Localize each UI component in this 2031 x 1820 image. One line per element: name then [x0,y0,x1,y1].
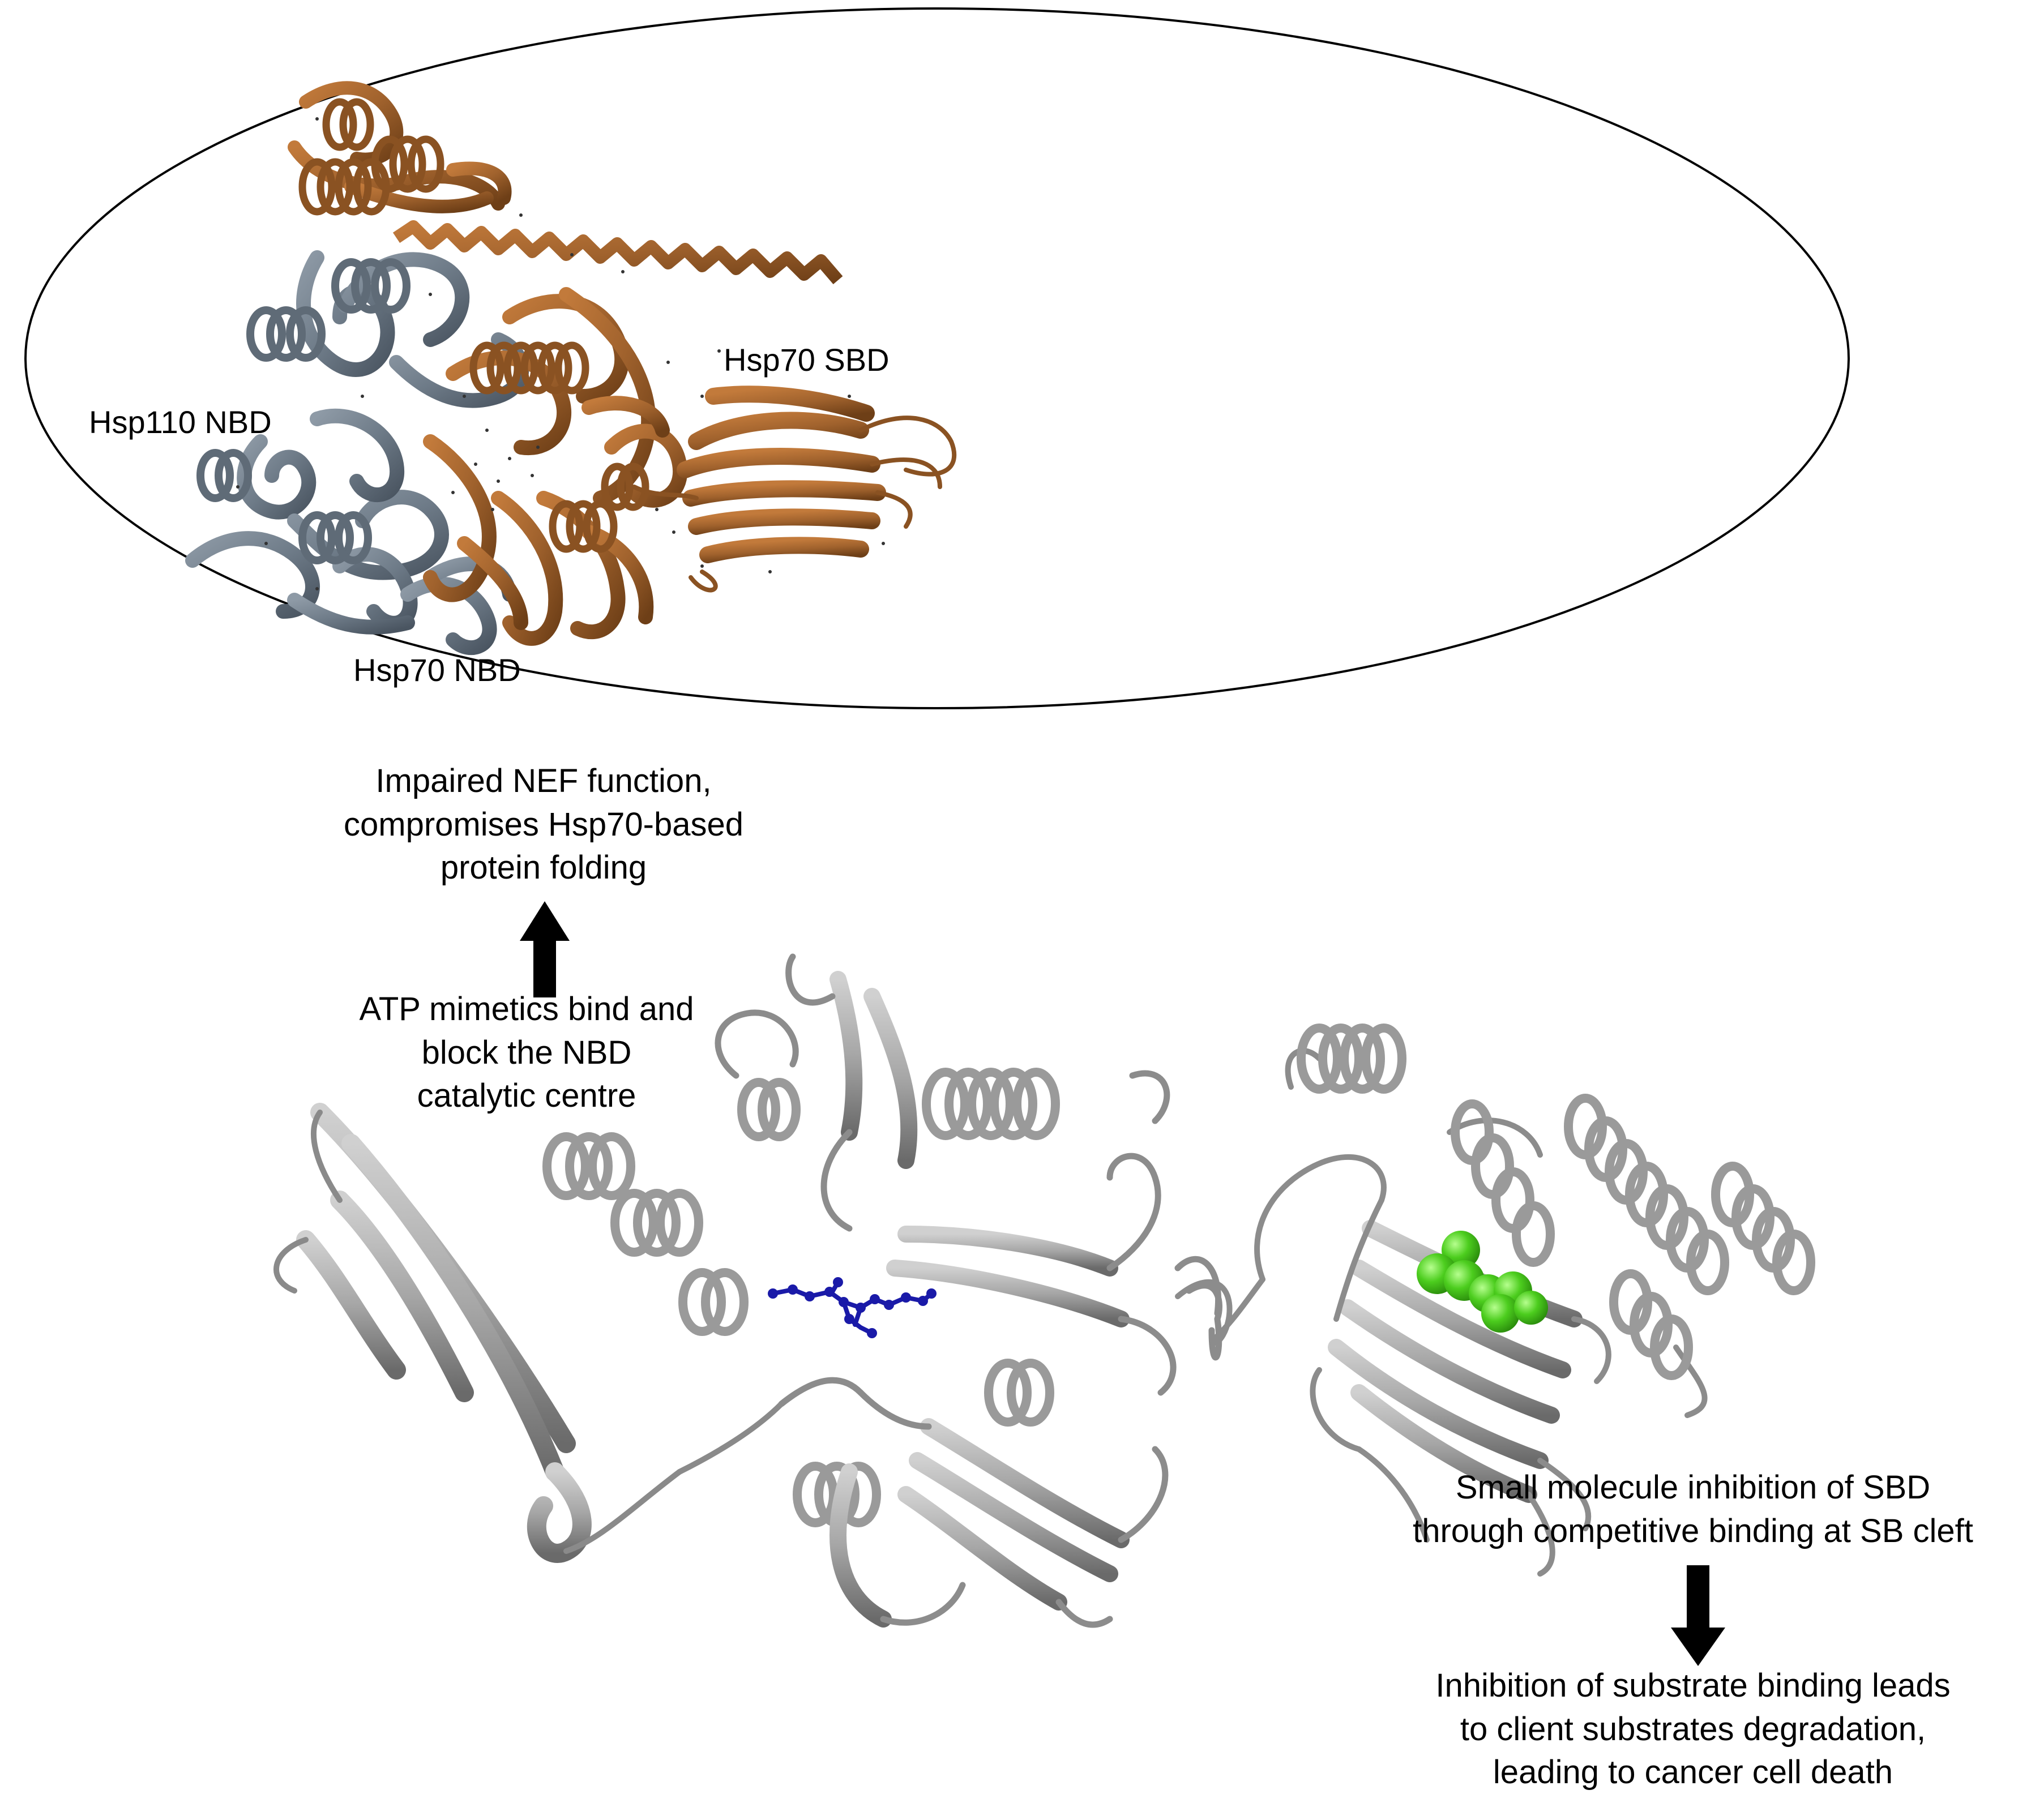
hsp70-free-linker [1175,1277,1265,1346]
caption-sbd-line-1: Small molecule inhibition of SBD [1455,1469,1931,1506]
caption-outcome-line-3: leading to cancer cell death [1493,1754,1893,1791]
arrow-down-outcome [1671,1565,1725,1666]
hsp70-free-helices [542,1068,1060,1527]
complex-dots [236,117,885,590]
caption-outcome: Inhibition of substrate binding leads to… [1382,1664,2004,1795]
label-hsp70-sbd: Hsp70 SBD [724,342,890,378]
hsp70-free-left-loops [273,1110,784,1554]
caption-sbd-line-2: through competitive binding at SB cleft [1413,1512,1973,1549]
hsp70-free-nbd-sheets [829,971,1130,1628]
caption-sbd-inhibition: Small molecule inhibition of SBD through… [1370,1466,2016,1553]
hsp70-sbd-loops [632,416,957,593]
atp-mimetic-atoms [768,1277,937,1338]
sbd-inhibitor-spheres [1417,1231,1548,1333]
hsp70-free-sbd-helices [1297,1024,1815,1380]
hsp70-free-sbd-loops [1254,1048,1708,1577]
complex-panel [24,7,1850,709]
hsp70-free-structure [273,953,1815,1628]
caption-atp-line-1: ATP mimetics bind and [359,991,694,1027]
hsp70-top-helices [298,98,444,216]
caption-atp-line-2: block the NBD [421,1034,632,1071]
hsp110-helices [196,258,411,564]
hsp70-sbd-structure [677,386,886,563]
label-hsp70-nbd: Hsp70 NBD [353,652,521,688]
hsp70-linker-helix [392,220,843,285]
caption-nef-line-2: compromises Hsp70-based [344,806,743,843]
arrow-up-nef [520,901,570,997]
caption-atp-line-3: catalytic centre [417,1077,636,1115]
caption-atp-mimetics: ATP mimetics bind and block the NBD cata… [317,988,736,1118]
caption-outcome-line-2: to client substrates degradation, [1460,1710,1926,1748]
caption-nef-line-3: protein folding [440,849,647,887]
hsp70-nbd-helices [469,341,649,553]
complex-ellipse [24,7,1850,709]
caption-outcome-line-1: Inhibition of substrate binding leads [1435,1667,1951,1704]
caption-nef-line-1: Impaired NEF function, [375,763,712,799]
caption-impaired-nef: Impaired NEF function, compromises Hsp70… [317,760,770,890]
hsp70-free-left-sheet [296,1103,592,1563]
label-hsp110-nbd: Hsp110 NBD [89,404,272,440]
